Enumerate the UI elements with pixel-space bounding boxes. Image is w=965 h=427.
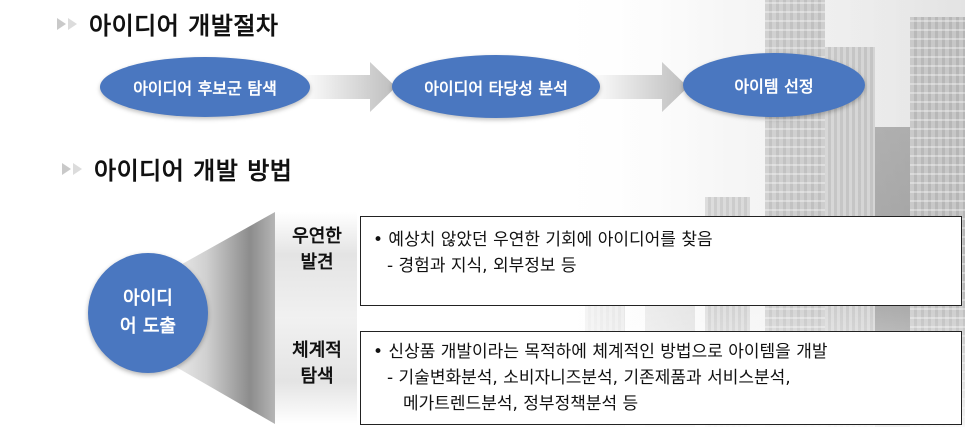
process-step-label: 아이디어 타당성 분석 [424,78,568,98]
process-step-label: 아이디어 후보군 탐색 [133,79,277,98]
section-heading-process: 아이디어 개발절차 [57,6,279,41]
chevron-double-icon [57,17,77,30]
section-heading-method: 아이디어 개발 방법 [62,151,292,186]
label-column [275,212,357,424]
arrow-right-icon [300,62,396,112]
method-sub-line: 메가트렌드분석, 정부정책분석 등 [403,394,639,414]
process-step-2: 아이디어 타당성 분석 [392,55,600,118]
method-bullet: • 예상치 않았던 우연한 기회에 아이디어를 찾음 [373,230,713,250]
method-box-systematic: • 신상품 개발이라는 목적하에 체계적인 방법으로 아이템을 개발 - 기술변… [360,331,962,425]
method-label-serendipity: 우연한 발견 [292,226,342,273]
method-box-serendipity: • 예상치 않았던 우연한 기회에 아이디어를 찾음 - 경험과 지식, 외부정… [360,216,962,306]
method-sub-line: - 경험과 지식, 외부정보 등 [387,256,577,276]
section-title: 아이디어 개발 방법 [94,157,293,185]
arrow-right-icon [588,62,688,112]
process-step-1: 아이디어 후보군 탐색 [100,57,310,117]
method-label-systematic: 체계적 탐색 [292,340,342,387]
idea-derivation-circle: 아이디 어 도출 [88,253,208,373]
process-step-label: 아이템 선정 [734,77,814,96]
method-bullet: • 신상품 개발이라는 목적하에 체계적인 방법으로 아이템을 개발 [373,342,828,362]
circle-line-2: 어 도출 [120,316,176,337]
section-title: 아이디어 개발절차 [89,12,279,40]
circle-line-1: 아이디 [123,288,173,309]
chevron-double-icon [62,162,82,175]
process-step-3: 아이템 선정 [683,53,865,117]
method-sub-line: - 기술변화분석, 소비자니즈분석, 기존제품과 서비스분석, [387,368,791,388]
